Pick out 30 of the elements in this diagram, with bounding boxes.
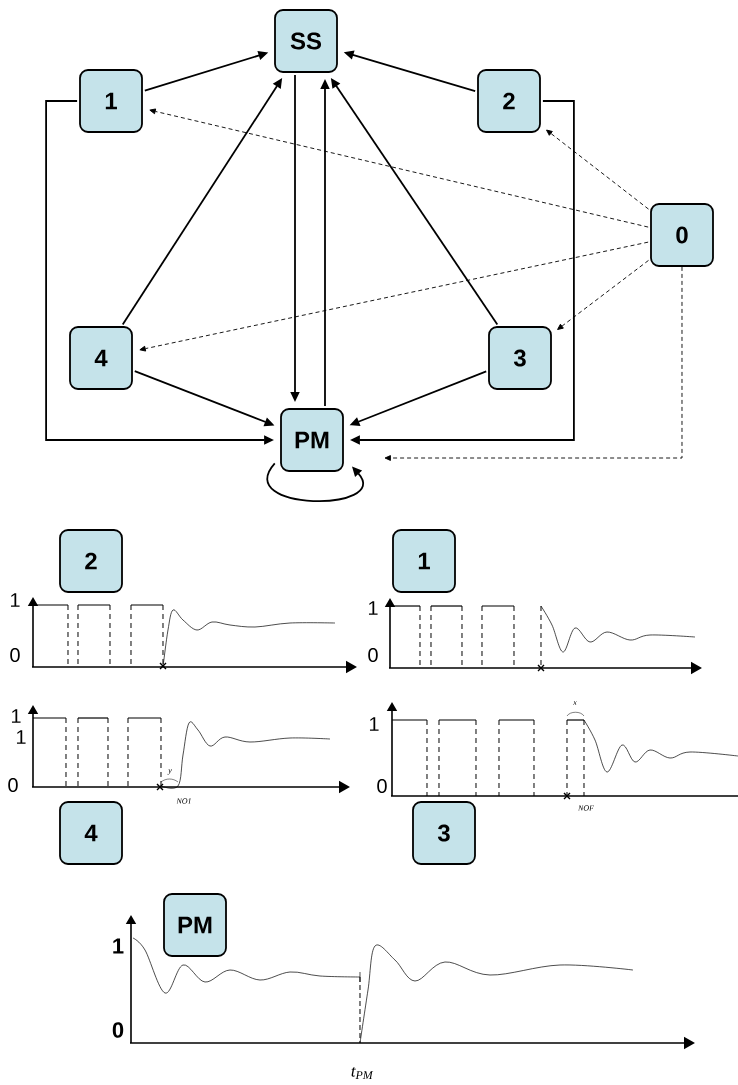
loop-arrow xyxy=(267,462,364,502)
node-box: 0 xyxy=(650,203,714,267)
node-box: PM xyxy=(163,893,227,957)
axis-tick-label: 0 xyxy=(112,1022,124,1038)
dashed-arrow xyxy=(546,129,649,210)
node-box: 3 xyxy=(412,801,476,865)
node-box: 2 xyxy=(477,69,541,133)
dashed-arrow xyxy=(557,259,649,330)
dashed-arrow xyxy=(139,241,649,352)
node-box: 1 xyxy=(392,529,456,593)
node-box: 3 xyxy=(488,326,552,390)
axis-tick-label: 0 xyxy=(8,777,18,793)
node-box: 1 xyxy=(79,69,143,133)
axis-tick-label: 1 xyxy=(369,717,379,731)
axis-tick-label: 1 xyxy=(16,730,26,744)
axis-tick-label: 0 xyxy=(10,647,20,663)
axis-tick-label: 0 xyxy=(368,647,378,663)
axis-tick-label: 1 xyxy=(10,593,20,607)
node-box: 4 xyxy=(69,326,133,390)
dashed-arrow xyxy=(384,266,683,461)
node-box: 4 xyxy=(59,801,123,865)
axis-tick-label: 1 xyxy=(113,938,124,954)
axis-tick-label: 0 xyxy=(377,778,387,794)
axis-tick-label: 1 xyxy=(368,601,378,615)
node-box: PM xyxy=(280,408,344,472)
node-box: 2 xyxy=(59,529,123,593)
axis-label: t$_{PM}$ xyxy=(351,1066,374,1080)
axis-tick-label: 1 xyxy=(11,709,21,723)
node-box: SS xyxy=(274,9,338,73)
dashed-arrow xyxy=(149,108,649,228)
